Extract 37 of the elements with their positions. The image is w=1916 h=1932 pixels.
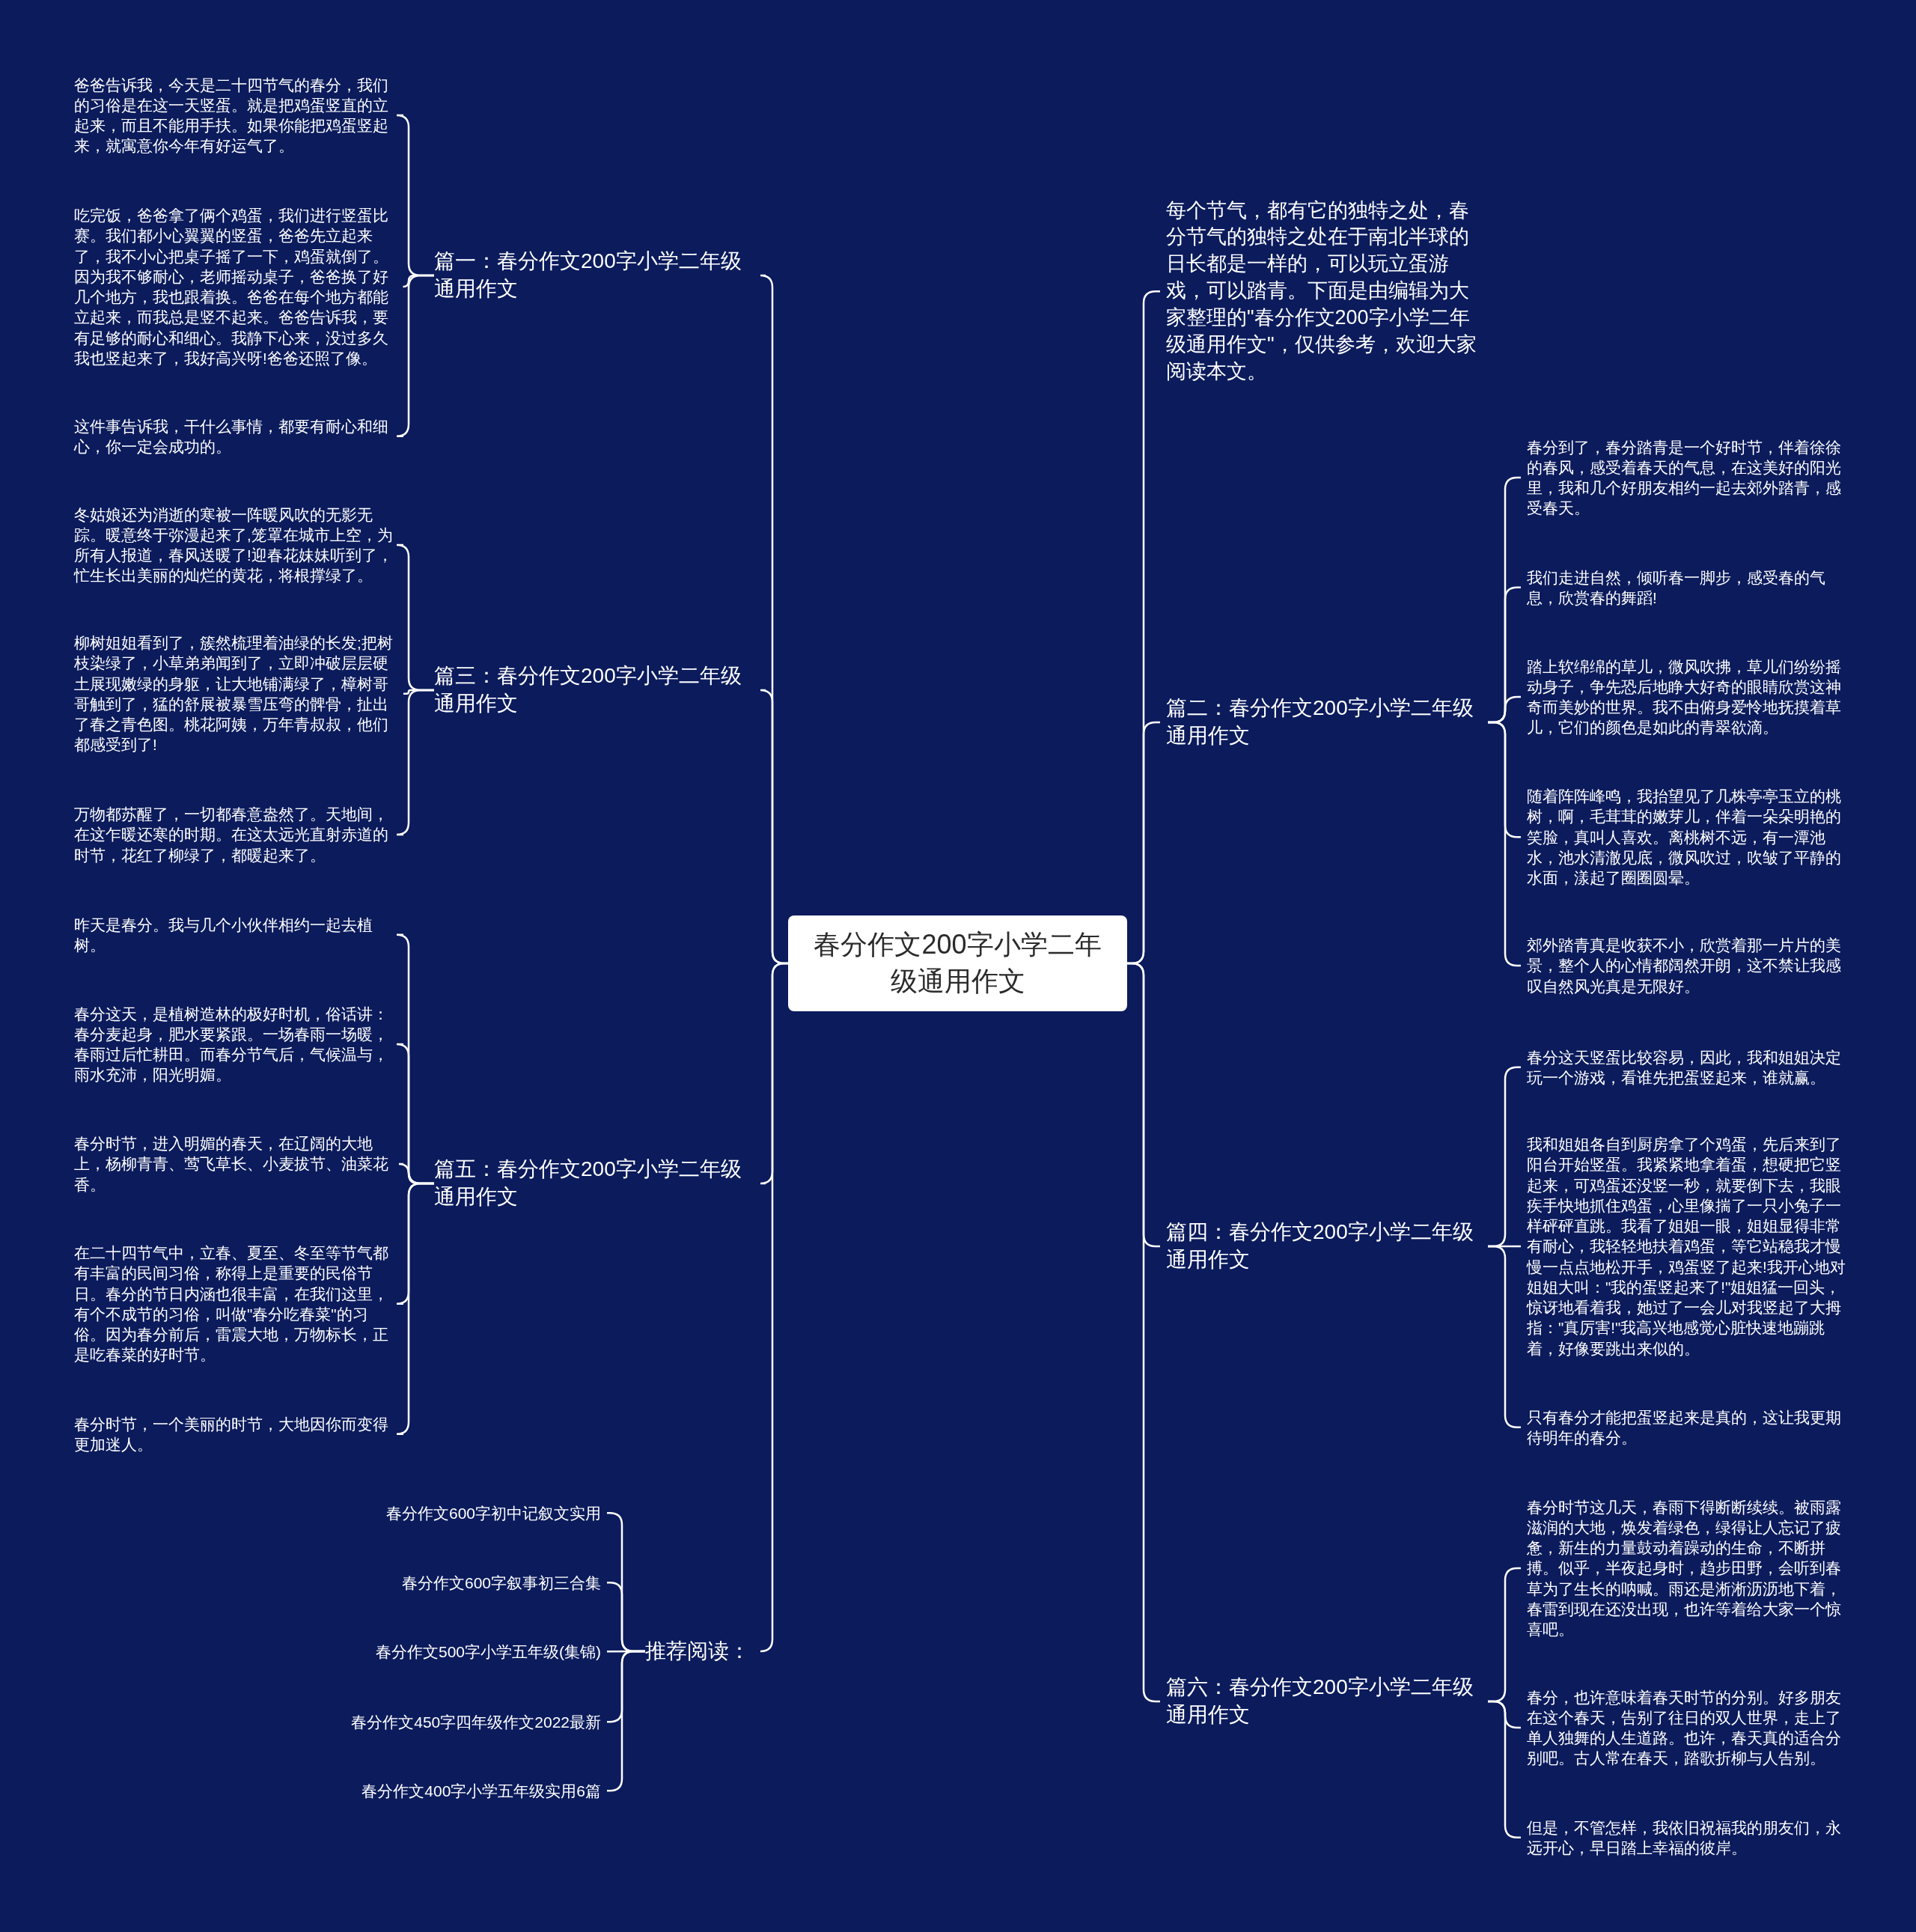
paragraph-text: 爸爸告诉我，今天是二十四节气的春分，我们的习俗是在这一天竖蛋。就是把鸡蛋竖直的立起来，而且不能用手扶。如果你能把鸡蛋竖起来，就寓意你今年有好运气了。	[74, 74, 397, 156]
paragraph-text: 每个节气，都有它的独特之处，春分节气的独特之处在于南北半球的日长都是一样的，可以玩立蛋游戏，可以踏青。下面是由编辑为大家整理的"春分作文200字小学二年级通用作文"，仅供参考，欢迎大家阅读本文。	[1166, 197, 1484, 386]
paragraph-text: 踏上软绵绵的草儿，微风吹拂，草儿们纷纷摇动身子，争先恐后地睁大好奇的眼睛欣赏这神奇而美妙的世界。我不由俯身爱怜地抚摸着草儿，它们的颜色是如此的青翠欲滴。	[1527, 656, 1850, 738]
paragraph-text: 春分，也许意味着春天时节的分别。好多朋友在这个春天，告别了往日的双人世界，走上了单人独舞的人生道路。也许，春天真的适合分别吧。古人常在春天，踏歌折柳与人告别。	[1527, 1686, 1850, 1769]
paragraph-text: 春分这天竖蛋比较容易，因此，我和姐姐决定玩一个游戏，看谁先把蛋竖起来，谁就赢。	[1527, 1046, 1850, 1088]
list-item-text: 春分作文600字叙事初三合集	[257, 1572, 601, 1593]
paragraph-text: 但是，不管怎样，我依旧祝福我的朋友们，永远开心，早日踏上幸福的彼岸。	[1527, 1817, 1850, 1858]
branch-label: 篇二：春分作文200字小学二年级通用作文	[1166, 695, 1488, 750]
paragraph-text: 万物都苏醒了，一切都春意盎然了。天地间，在这乍暖还寒的时期。在这太远光直射赤道的时节，花红了柳绿了，都暖起来了。	[74, 804, 397, 865]
branch-label: 篇五：春分作文200字小学二年级通用作文	[434, 1156, 760, 1211]
paragraph-text: 吃完饭，爸爸拿了俩个鸡蛋，我们进行竖蛋比赛。我们都小心翼翼的竖蛋，爸爸先立起来了，我不小心把桌子摇了一下，鸡蛋就倒了。因为我不够耐心，老师摇动桌子，爸爸换了好几个地方，我也跟着换。爸爸在每个地方都能立起来，而我总是竖不起来。爸爸告诉我，要有足够的耐心和细心。我静下心来，没过多久我也竖起来了，我好高兴呀!爸爸还照了像。	[74, 205, 397, 368]
paragraph-text: 春分时节，一个美丽的时节，大地因你而变得更加迷人。	[74, 1413, 397, 1454]
branch-label: 篇四：春分作文200字小学二年级通用作文	[1166, 1219, 1488, 1274]
paragraph-text: 我们走进自然，倾听春一脚步，感受春的气息，欣赏春的舞蹈!	[1527, 567, 1850, 608]
paragraph-text: 春分时节这几天，春雨下得断断续续。被雨露滋润的大地，焕发着绿色，绿得让人忘记了疲惫，新生的力量鼓动着躁动的生命，不断拼搏。似乎，半夜起身时，趋步田野，会听到春草为了生长的呐喊。雨还是淅淅沥沥地下着，春雷到现在还没出现，也许等着给大家一个惊喜吧。	[1527, 1496, 1850, 1640]
list-item-text: 春分作文500字小学五年级(集锦)	[257, 1641, 601, 1662]
paragraph-text: 昨天是春分。我与几个小伙伴相约一起去植树。	[74, 914, 397, 955]
paragraph-text: 在二十四节气中，立春、夏至、冬至等节气都有丰富的民间习俗，称得上是重要的民俗节日。春分的节日内涵也很丰富，在我们这里，有个不成节的习俗，叫做"春分吃春菜"的习俗。因为春分前后，雷震大地，万物标长，正是吃春菜的好时节。	[74, 1243, 397, 1365]
paragraph-text: 郊外踏青真是收获不小，欣赏着那一片片的美景，整个人的心情都阔然开朗，这不禁让我感叹自然风光真是无限好。	[1527, 935, 1850, 996]
paragraph-text: 冬姑娘还为消逝的寒被一阵暖风吹的无影无踪。暖意终于弥漫起来了,笼罩在城市上空，为所有人报道，春风送暖了!迎春花妹妹听到了，忙生长出美丽的灿烂的黄花，将根撑绿了。	[74, 504, 397, 586]
branch-label: 篇三：春分作文200字小学二年级通用作文	[434, 662, 760, 718]
paragraph-text: 只有春分才能把蛋竖起来是真的，这让我更期待明年的春分。	[1527, 1407, 1850, 1448]
list-item-text: 春分作文450字四年级作文2022最新	[257, 1711, 601, 1732]
branch-label: 推荐阅读：	[645, 1637, 757, 1666]
branch-label: 篇一：春分作文200字小学二年级通用作文	[434, 248, 760, 303]
paragraph-text: 柳树姐姐看到了，簇然梳理着油绿的长发;把树枝染绿了，小草弟弟闻到了，立即冲破层层硬土展现嫩绿的身躯，让大地铺满绿了，樟树哥哥触到了，猛的舒展被暴雪压弯的髀骨，扯出了春之青色图。桃花阿姨，万年青叔叔，他们都感受到了!	[74, 633, 397, 755]
connector-line	[759, 962, 789, 1653]
paragraph-text: 随着阵阵峰鸣，我抬望见了几株亭亭玉立的桃树，啊，毛茸茸的嫩芽儿，伴着一朵朵明艳的笑脸，真叫人喜欢。离桃树不远，有一潭池水，池水清澈见底，微风吹过，吹皱了平静的水面，漾起了圈圈圆晕。	[1527, 786, 1850, 889]
paragraph-text: 春分这天，是植树造林的极好时机，俗话讲：春分麦起身，肥水要紧跟。一场春雨一场暖，春雨过后忙耕田。而春分节气后，气候温与，雨水充沛，阳光明媚。	[74, 1003, 397, 1085]
paragraph-text: 春分时节，进入明媚的春天，在辽阔的大地上，杨柳青青、莺飞草长、小麦拔节、油菜花香。	[74, 1133, 397, 1195]
list-item-text: 春分作文600字初中记叙文实用	[257, 1502, 601, 1523]
paragraph-text: 春分到了，春分踏青是一个好时节，伴着徐徐的春风，感受着春天的气息，在这美好的阳光里，我和几个好朋友相约一起去郊外踏青，感受春天。	[1527, 436, 1850, 519]
branch-label: 篇六：春分作文200字小学二年级通用作文	[1166, 1674, 1488, 1729]
list-item-text: 春分作文400字小学五年级实用6篇	[257, 1780, 601, 1801]
paragraph-text: 这件事告诉我，干什么事情，都要有耐心和细心，你一定会成功的。	[74, 415, 397, 457]
central-topic-box: 春分作文200字小学二年级通用作文	[788, 915, 1127, 1011]
paragraph-text: 我和姐姐各自到厨房拿了个鸡蛋，先后来到了阳台开始竖蛋。我紧紧地拿着蛋，想硬把它竖起来，可鸡蛋还没竖一秒，就要倒下去，我眼疾手快地抓住鸡蛋，心里像揣了一只小兔子一样砰砰直跳。我看了姐姐一眼，姐姐显得非常有耐心，我轻轻地扶着鸡蛋，等它站稳我才慢慢一点点地松开手，鸡蛋竖了起来!我开心地对姐姐大叫："我的蛋竖起来了!"姐姐猛一回头，惊讶地看着我，她过了一会儿对我竖起了大拇指："真厉害!"我高兴地感觉心脏快速地蹦跳着，好像要跳出来似的。	[1527, 1134, 1850, 1359]
